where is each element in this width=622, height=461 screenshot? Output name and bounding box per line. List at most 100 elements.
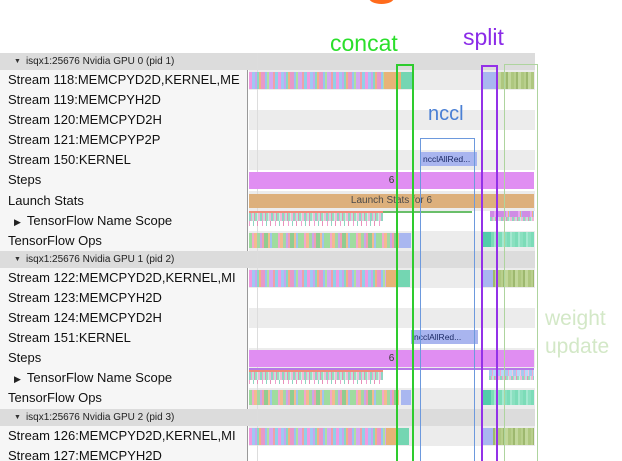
nccl-allreduce-bar[interactable]: ncclAllRed... — [420, 151, 477, 166]
weight-update-band[interactable] — [493, 427, 534, 445]
trace-row-stream-121: Stream 121:MEMCPYP2P — [0, 130, 622, 151]
activity-band[interactable] — [249, 427, 386, 445]
trace-row-stream-124: Stream 124:MEMCPYD2H — [0, 308, 622, 329]
row-timeline — [249, 70, 535, 91]
weight-update-band[interactable] — [496, 72, 534, 89]
ops-teal-cap[interactable] — [482, 232, 491, 248]
ops-teal-band[interactable] — [491, 232, 534, 248]
weight-update-line2: update — [545, 334, 610, 358]
split-kernel-block[interactable] — [481, 269, 493, 287]
concat-kernel-block[interactable] — [401, 72, 413, 89]
row-timeline: 6 — [249, 170, 535, 191]
row-label-stream-119[interactable]: Stream 119:MEMCPYH2D — [0, 90, 248, 111]
concat-kernel-block[interactable] — [398, 427, 409, 445]
scope-top-line[interactable] — [249, 370, 383, 373]
trace-row-stream-119: Stream 119:MEMCPYH2D — [0, 90, 622, 111]
weight-update-label: weight update — [545, 305, 609, 360]
scope-top-line[interactable] — [249, 210, 383, 213]
row-label-stream-120[interactable]: Stream 120:MEMCPYD2H — [0, 110, 248, 131]
row-label-text: Stream 121:MEMCPYP2P — [8, 132, 161, 148]
section-header-gpu-1[interactable]: ▼isqx1:25676 Nvidia GPU 1 (pid 2) — [0, 250, 535, 268]
scope-right-ticks[interactable] — [490, 216, 534, 221]
row-label-tf-name-scope[interactable]: ▶ TensorFlow Name Scope — [0, 210, 248, 231]
ops-teal-cap[interactable] — [482, 389, 491, 405]
trace-rows: ▼ isqx1:25676 Nvidia GPU 0 (pid 1) Stream … — [0, 53, 622, 461]
trace-row-stream-120: Stream 120:MEMCPYD2H — [0, 110, 622, 131]
row-label-tf-ops[interactable]: TensorFlow Ops — [0, 230, 248, 251]
expand-triangle-icon[interactable]: ▶ — [14, 216, 21, 227]
trace-row-stream-126: Stream 126:MEMCPYD2D,KERNEL,MI — [0, 425, 622, 446]
nccl-allreduce-bar[interactable]: ncclAllRed... — [411, 329, 478, 344]
row-label-stream-123[interactable]: Stream 123:MEMCPYH2D — [0, 287, 248, 309]
concat-kernel-block[interactable] — [398, 269, 410, 287]
scope-fringe[interactable] — [249, 220, 383, 226]
scope-violet-line[interactable] — [249, 368, 534, 371]
row-label-text: TensorFlow Ops — [8, 390, 102, 406]
memcpy-block[interactable] — [386, 269, 398, 287]
ops-band[interactable] — [249, 390, 399, 406]
concat-annotation-box — [396, 64, 414, 461]
expand-triangle-icon[interactable]: ▶ — [14, 374, 21, 385]
row-label-stream-118[interactable]: Stream 118:MEMCPYD2D,KERNEL,ME — [0, 70, 248, 91]
row-label-stream-151[interactable]: Stream 151:KERNEL — [0, 328, 248, 349]
row-timeline — [249, 287, 535, 309]
section-header-label: isqx1:25676 Nvidia GPU 0 (pid 1) — [25, 56, 175, 67]
trace-row-tf-name-scope: ▶ TensorFlow Name Scope — [0, 210, 622, 231]
row-label-steps[interactable]: Steps — [0, 348, 248, 369]
scope-long-op-line[interactable] — [383, 210, 472, 213]
cutoff-text-glyph — [369, 0, 394, 4]
section-header-gpu-0[interactable]: ▼ isqx1:25676 Nvidia GPU 0 (pid 1) — [0, 53, 535, 70]
ops-block[interactable] — [401, 390, 411, 406]
row-label-text: Stream 151:KERNEL — [8, 330, 131, 346]
scope-right-band[interactable] — [489, 370, 534, 377]
row-label-stream-121[interactable]: Stream 121:MEMCPYP2P — [0, 130, 248, 151]
section-header-gpu-2[interactable]: ▼ isqx1:25676 Nvidia GPU 2 (pid 3) — [0, 408, 535, 426]
row-label-tf-ops[interactable]: TensorFlow Ops — [0, 388, 248, 409]
row-label-text: Stream 122:MEMCPYD2D,KERNEL,MI — [8, 269, 236, 285]
trace-row-tf-ops: TensorFlow Ops — [0, 388, 622, 409]
row-label-text: Stream 150:KERNEL — [8, 152, 131, 168]
scope-right-band[interactable] — [490, 210, 534, 217]
scope-fringe[interactable] — [249, 380, 383, 385]
row-timeline — [249, 425, 535, 446]
collapse-triangle-icon[interactable]: ▼ — [14, 255, 21, 263]
row-label-stream-150[interactable]: Stream 150:KERNEL — [0, 150, 248, 171]
row-label-text: TensorFlow Name Scope — [26, 212, 173, 228]
concat-label: concat — [330, 30, 398, 56]
scope-right-ticks[interactable] — [489, 376, 534, 381]
collapse-triangle-icon[interactable]: ▼ — [14, 413, 21, 421]
row-label-launch-stats[interactable]: Launch Stats — [0, 190, 248, 211]
row-label-stream-127[interactable]: Stream 127:MEMCPYH2D — [0, 445, 248, 461]
row-label-steps[interactable]: Steps — [0, 170, 248, 191]
row-timeline — [249, 267, 535, 288]
step-bar[interactable]: 6 — [249, 349, 534, 367]
ops-block[interactable] — [399, 232, 411, 248]
split-kernel-block[interactable] — [481, 72, 496, 89]
trace-row-stream-151: ncclAllRed... Stream 151:KERNEL — [0, 328, 622, 349]
collapse-triangle-icon[interactable]: ▼ — [14, 58, 21, 65]
activity-band[interactable] — [249, 72, 384, 89]
row-label-stream-122[interactable]: Stream 122:MEMCPYD2D,KERNEL,MI — [0, 267, 248, 288]
row-timeline: ncclAllRed... — [249, 328, 535, 349]
timeline-gridline — [257, 53, 258, 461]
nccl-label: nccl — [428, 103, 464, 125]
row-label-stream-124[interactable]: Stream 124:MEMCPYD2H — [0, 308, 248, 329]
memcpy-block[interactable] — [386, 427, 398, 445]
step-bar[interactable]: 6 — [249, 171, 534, 189]
row-label-text: Steps — [8, 172, 42, 188]
scope-ticks[interactable] — [249, 212, 383, 221]
scope-ticks[interactable] — [249, 372, 383, 381]
row-timeline — [249, 230, 535, 251]
split-kernel-block[interactable] — [481, 427, 493, 445]
row-label-stream-126[interactable]: Stream 126:MEMCPYD2D,KERNEL,MI — [0, 425, 248, 446]
section-header-label: isqx1:25676 Nvidia GPU 2 (pid 3) — [25, 411, 175, 423]
launch-stats-bar[interactable]: Launch Stats for 6 — [249, 193, 534, 208]
row-timeline: 6 — [249, 348, 535, 369]
ops-band[interactable] — [249, 232, 399, 248]
row-label-tf-name-scope[interactable]: ▶TensorFlow Name Scope — [0, 368, 248, 389]
weight-update-band[interactable] — [493, 269, 534, 287]
activity-band[interactable] — [249, 269, 386, 287]
ops-teal-band[interactable] — [491, 389, 534, 405]
row-label-text: Stream 118:MEMCPYD2D,KERNEL,ME — [8, 72, 240, 87]
